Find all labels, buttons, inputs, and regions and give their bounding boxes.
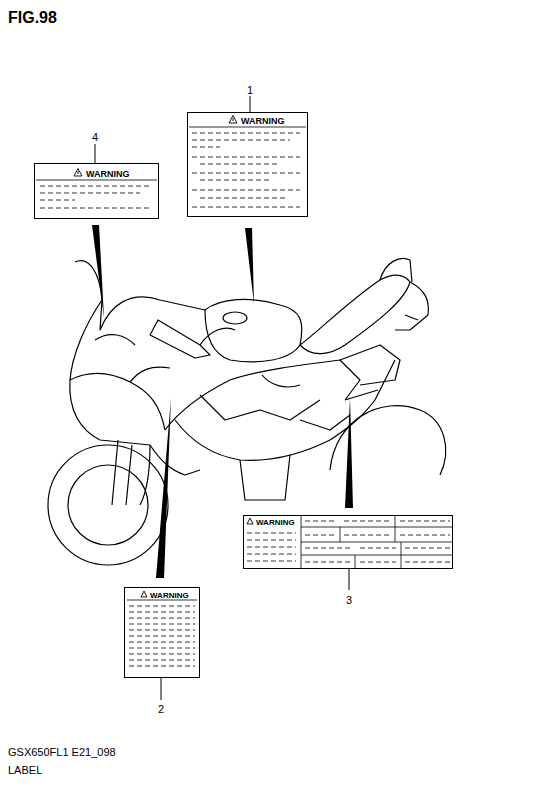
warning-label-sticker: WARNING (243, 515, 453, 569)
text-placeholder-dash (192, 173, 300, 174)
pointer-wedge (245, 228, 254, 304)
pointer-wedges (92, 225, 353, 578)
text-placeholder-dash (305, 521, 336, 522)
pointer-wedge (92, 225, 104, 318)
text-placeholder-dash (129, 630, 195, 631)
warning-triangles (74, 116, 253, 598)
motorcycle-outline (48, 258, 446, 565)
text-placeholder-dash (40, 200, 75, 201)
callout-number: 3 (346, 595, 352, 606)
part-group-name: LABEL (8, 765, 42, 776)
pointer-wedge (345, 398, 353, 508)
warning-label-sticker: WARNING (124, 587, 200, 678)
text-placeholder-dash (247, 533, 296, 534)
text-placeholder-dash (192, 190, 300, 191)
leader-line (349, 569, 350, 590)
warning-triangle (247, 518, 253, 524)
text-placeholder-dash (192, 140, 290, 141)
sticker-heading: WARNING (256, 519, 295, 527)
text-placeholder-dash (192, 157, 300, 158)
sticker-rules (36, 127, 453, 600)
text-placeholder-dash (247, 540, 296, 541)
text-placeholder-dash (129, 642, 195, 643)
text-placeholder-dash (129, 654, 195, 655)
warning-triangle (74, 169, 82, 177)
text-placeholder-dashes (40, 133, 450, 666)
warning-label-sticker: WARNING (187, 112, 308, 217)
figure-title: FIG.98 (8, 10, 57, 26)
text-placeholder-dash (129, 666, 195, 667)
text-placeholder-dash (200, 164, 280, 165)
text-placeholder-dash (305, 562, 350, 563)
text-placeholder-dash (200, 180, 270, 181)
text-placeholder-dash (405, 548, 450, 549)
callout-number: 2 (158, 704, 164, 715)
sticker-heading: WARNING (86, 170, 130, 179)
warning-triangle (141, 591, 147, 597)
leader-line (95, 144, 96, 163)
callout-number: 1 (247, 85, 253, 96)
text-placeholder-dash (129, 612, 195, 613)
text-placeholder-dash (129, 606, 195, 607)
text-placeholder-dash (344, 521, 390, 522)
text-placeholder-dash (129, 636, 195, 637)
leader-line (250, 96, 251, 112)
caption: GSX650FL1 E21_098 (8, 747, 116, 758)
text-placeholder-dash (305, 548, 350, 549)
text-placeholder-dash (40, 208, 150, 209)
sticker-heading: WARNING (150, 592, 189, 600)
text-placeholder-dash (405, 562, 450, 563)
leader-lines (95, 96, 349, 700)
warning-triangle (229, 116, 237, 124)
text-placeholder-dash (400, 535, 450, 536)
text-placeholder-dash (247, 554, 296, 555)
sticker-heading: WARNING (241, 117, 285, 126)
text-placeholder-dash (40, 186, 150, 187)
text-placeholder-dash (400, 521, 450, 522)
text-placeholder-dash (200, 198, 285, 199)
text-placeholder-dash (129, 660, 195, 661)
callout-number: 4 (92, 132, 98, 143)
pointer-wedge (156, 398, 171, 578)
leader-line (161, 678, 162, 700)
text-placeholder-dash (192, 147, 220, 148)
text-placeholder-dash (192, 207, 300, 208)
text-placeholder-dash (129, 624, 195, 625)
text-placeholder-dash (40, 193, 140, 194)
text-placeholder-dash (129, 618, 195, 619)
text-placeholder-dash (360, 548, 396, 549)
text-placeholder-dash (360, 562, 396, 563)
text-placeholder-dash (192, 133, 300, 134)
text-placeholder-dash (247, 547, 296, 548)
text-placeholder-dash (305, 535, 336, 536)
text-placeholder-dash (129, 648, 195, 649)
text-placeholder-dash (247, 561, 296, 562)
warning-label-sticker: WARNING (34, 163, 159, 219)
text-placeholder-dash (344, 535, 390, 536)
